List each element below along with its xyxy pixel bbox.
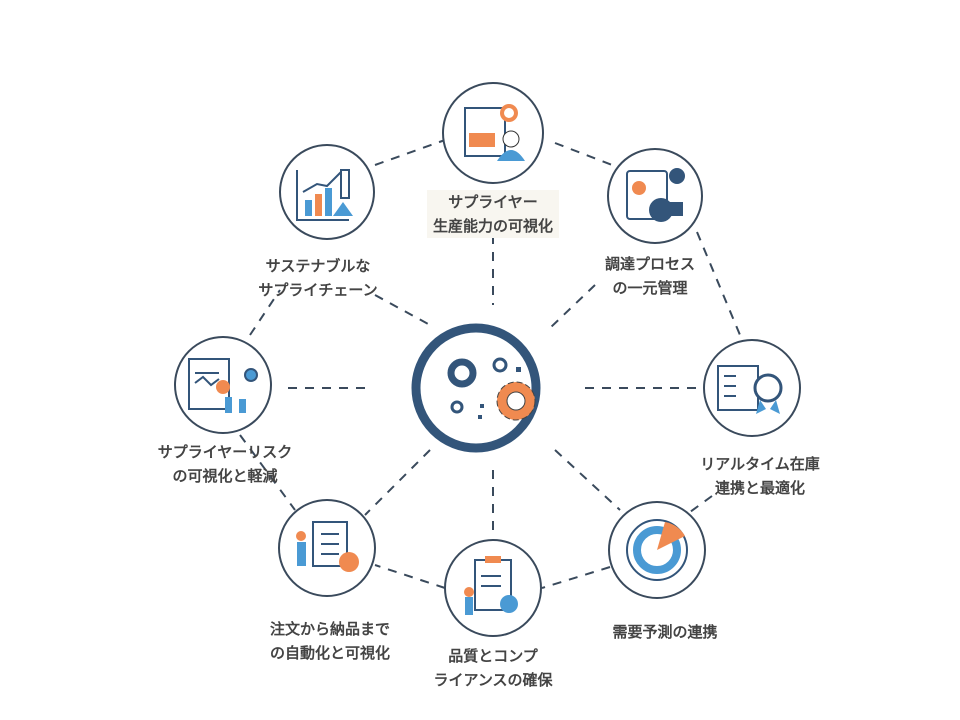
label-forecast: 需要予測の連携 (612, 620, 717, 644)
presenter-award-icon (296, 521, 359, 572)
capacity-report-icon (464, 104, 525, 161)
label-line-2: サプライチェーン (258, 281, 378, 299)
radar-chart-icon (626, 519, 688, 581)
label-line-1: 調達プロセス (604, 255, 696, 273)
node-sustainable (279, 144, 375, 240)
label-supplier-capacity: サプライヤー生産能力の可視化 (426, 190, 560, 238)
label-line-1: サプライヤーリスク (157, 443, 293, 461)
label-line-1: 品質とコンプ (448, 647, 538, 665)
label-line-1: 需要予測の連携 (612, 623, 718, 641)
center-hub (411, 323, 541, 453)
label-line-2: 連携と最適化 (714, 479, 805, 497)
label-line-2: ライアンスの確保 (433, 671, 553, 689)
label-line-2: 生産能力の可視化 (432, 217, 554, 235)
checklist-badge-icon (717, 365, 783, 414)
label-quality: 品質とコンプライアンスの確保 (433, 644, 552, 692)
label-procurement: 調達プロセスの一元管理 (605, 252, 695, 300)
label-supplier-risk: サプライヤーリスクの可視化と軽減 (158, 440, 293, 488)
node-supplier-risk (174, 336, 272, 434)
label-order-delivery: 注文から納品までの自動化と可視化 (270, 617, 390, 665)
node-inventory (703, 339, 801, 437)
label-line-2: の一元管理 (612, 279, 688, 297)
node-supplier-capacity (442, 82, 544, 184)
growth-chart-icon (296, 169, 353, 221)
procurement-laptop-icon (626, 168, 685, 222)
connector-lines (239, 139, 741, 589)
label-line-1: サステナブルな (265, 257, 371, 275)
node-forecast (608, 501, 706, 599)
node-procurement (607, 148, 703, 244)
node-quality (444, 539, 542, 637)
label-line-2: の自動化と可視化 (269, 644, 391, 662)
risk-dashboard-icon (188, 358, 258, 413)
label-line-2: の可視化と軽減 (172, 467, 278, 485)
label-line-1: サプライヤー (448, 193, 538, 211)
label-sustainable: サステナブルなサプライチェーン (258, 254, 377, 302)
label-line-1: 注文から納品まで (269, 620, 391, 638)
gears-icon (447, 357, 536, 421)
label-line-1: リアルタイム在庫 (700, 455, 820, 473)
node-order-delivery (278, 499, 376, 597)
clipboard-check-icon (464, 556, 518, 615)
label-inventory: リアルタイム在庫連携と最適化 (700, 452, 820, 500)
